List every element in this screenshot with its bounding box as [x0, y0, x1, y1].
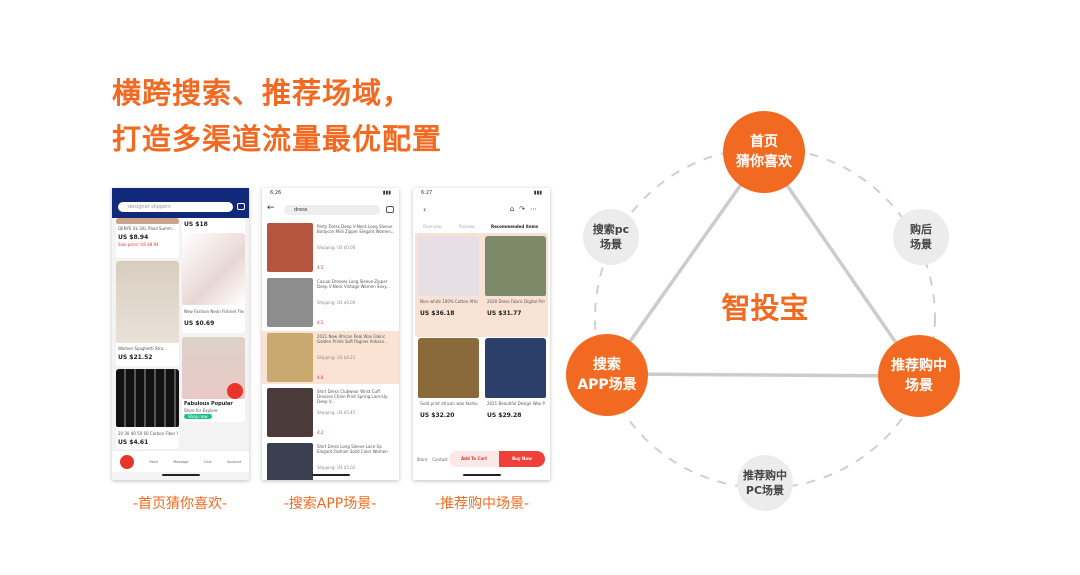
tab-reviews[interactable]: Reviews	[459, 224, 476, 229]
phone-product-recommend: 6:27▮▮▮ ‹ ⌂↷⋯ Overview Reviews Recommend…	[413, 188, 550, 480]
caption-home-feed: -首页猜你喜欢-	[132, 496, 228, 512]
result-rating: 4.5	[317, 320, 324, 325]
headline-line-2: 打造多渠道流量最优配置	[112, 122, 443, 156]
recommended-item-card[interactable]: 2021 Beautiful Design Wax Print... US $2…	[485, 338, 546, 436]
triangle	[603, 148, 923, 378]
home-indicator	[162, 474, 200, 476]
camera-icon[interactable]	[237, 203, 245, 210]
contact-button[interactable]: Contact	[432, 456, 448, 462]
center-label: 智投宝	[721, 291, 809, 325]
result-title: Casual Dresses Long Sleeve Zipper Deep V…	[317, 279, 390, 289]
search-result-row[interactable]: Casual Dresses Long Sleeve Zipper Deep V…	[262, 276, 399, 329]
add-to-cart-button[interactable]: Add To Cart	[449, 451, 499, 467]
shop-now-button[interactable]: Shop now	[184, 414, 212, 419]
status-bar: 6:26▮▮▮	[270, 190, 391, 196]
result-shipping: Shipping: US $4.21	[317, 355, 356, 360]
tab-cart[interactable]: Cart	[204, 459, 212, 464]
back-icon[interactable]: ‹	[423, 205, 427, 214]
recommended-item-card[interactable]: Gold print african wax fashion... US $32…	[418, 338, 479, 436]
item-price: US $36.18	[420, 310, 455, 317]
tab-overview[interactable]: Overview	[423, 224, 442, 229]
result-title: Shirt Dress Clubwear Wrist Cuff Dresses …	[317, 389, 388, 404]
status-bar: 6:27▮▮▮	[421, 190, 542, 196]
tab-account[interactable]: Account	[227, 459, 242, 464]
node-after-purchase: 购后场景	[893, 209, 949, 265]
headline: 横跨搜索、推荐场域， 打造多渠道流量最优配置	[112, 70, 442, 162]
product-image	[267, 443, 313, 480]
result-shipping: Shipping: US $5.02	[317, 465, 356, 470]
home-tab-icon[interactable]	[119, 454, 134, 469]
node-home-guess: 首页猜你喜欢	[723, 111, 805, 193]
search-input[interactable]: dress	[284, 205, 380, 215]
tab-recommended[interactable]: Recommended items	[491, 224, 539, 229]
product-image	[418, 236, 479, 296]
item-price: US $31.77	[487, 310, 522, 317]
search-result-row[interactable]: Shirt Dress Long Sleeve Lace Up Elegant …	[262, 441, 399, 480]
recommended-item-card[interactable]: Nice white 100% Cotton African... US $36…	[418, 236, 479, 334]
result-rating: 4.5	[317, 265, 324, 270]
result-title: Shirt Dress Long Sleeve Lace Up Elegant …	[317, 444, 388, 454]
item-price: US $29.28	[487, 412, 522, 419]
result-shipping: Shipping: US $0.00	[317, 245, 356, 250]
result-rating: 4.2	[317, 430, 324, 435]
search-input[interactable]: designer slippers	[118, 202, 233, 212]
back-arrow-icon[interactable]: ←	[267, 203, 275, 213]
home-indicator	[312, 474, 350, 476]
caption-search-app: -搜索APP场景-	[283, 496, 377, 512]
node-recommend-app: 推荐购中场景	[878, 335, 960, 417]
bottom-tab-bar: Feed Message Cart Account	[112, 450, 249, 472]
phone-home-feed: designer slippers QENYE XL-3XL Plaid Sum…	[112, 188, 249, 480]
result-shipping: Shipping: US $5.45	[317, 410, 356, 415]
promo-badge-icon	[227, 383, 243, 399]
product-image	[267, 388, 313, 437]
product-image	[267, 278, 313, 327]
product-card[interactable]: QENYE XL-3XL Plaid Summ... US $8.94 Sale…	[116, 218, 179, 258]
item-price: US $32.20	[420, 412, 455, 419]
result-title: 2021 New African Real Wax Fabric Golden …	[317, 334, 388, 344]
recommended-item-card[interactable]: 2020 Dress Fabric Digital Print... US $3…	[485, 236, 546, 334]
product-image	[485, 338, 546, 398]
result-rating: 4.8	[317, 375, 324, 380]
buy-now-button[interactable]: Buy Now	[499, 451, 545, 467]
search-result-row[interactable]: Party Dress Deep V-Neck Long Sleeve Body…	[262, 221, 399, 274]
product-card[interactable]: Women Spaghetti Stra... US $21.52	[116, 261, 179, 366]
item-title: Gold print african wax fashion...	[420, 401, 478, 406]
store-button[interactable]: Store	[416, 456, 428, 462]
tab-message[interactable]: Message	[173, 459, 189, 464]
tab-feed[interactable]: Feed	[149, 459, 158, 464]
item-title: 2020 Dress Fabric Digital Print...	[487, 299, 545, 304]
phone-search-results: 6:26▮▮▮ ← dress Party Dress Deep V-Neck …	[262, 188, 399, 480]
header-bar: designer slippers	[112, 188, 249, 218]
headline-line-1: 横跨搜索、推荐场域，	[112, 76, 413, 110]
store-promo-card[interactable]: Fabulous Popular Store for Explore Shop …	[182, 337, 245, 422]
product-image	[418, 338, 479, 398]
product-image	[267, 223, 313, 272]
result-title: Party Dress Deep V-Neck Long Sleeve Body…	[317, 224, 395, 234]
action-icons[interactable]: ⌂↷⋯	[509, 205, 542, 213]
search-result-row[interactable]: 2021 New African Real Wax Fabric Golden …	[262, 331, 399, 384]
product-image	[267, 333, 313, 382]
product-image	[485, 236, 546, 296]
result-shipping: Shipping: US $0.00	[317, 300, 356, 305]
product-card[interactable]: 20 30 40 50 60 Carbon Fiber Vinyl Wrap F…	[116, 369, 179, 449]
home-indicator	[463, 474, 501, 476]
camera-icon[interactable]	[386, 206, 394, 213]
product-card[interactable]: New Fashion Neon Fishnet Fingerless Long…	[182, 233, 245, 333]
item-title: 2021 Beautiful Design Wax Print...	[487, 401, 545, 406]
search-result-row[interactable]: Shirt Dress Clubwear Wrist Cuff Dresses …	[262, 386, 399, 439]
caption-recommend: -推荐购中场景-	[434, 496, 530, 512]
item-title: Nice white 100% Cotton African...	[420, 299, 478, 304]
